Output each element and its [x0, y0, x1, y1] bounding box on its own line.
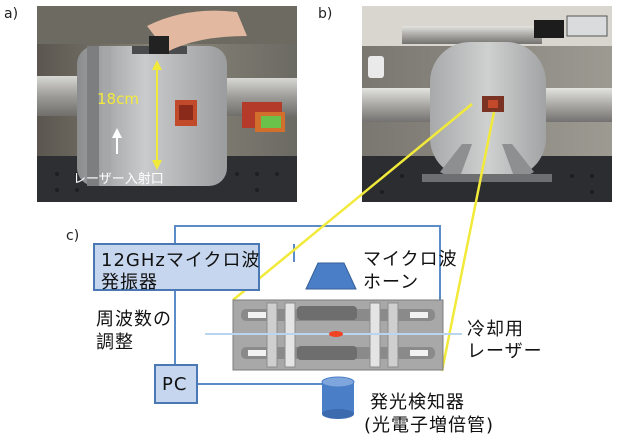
oscillator-label-line2: 発振器: [101, 272, 158, 293]
freq-adjust-label-line1: 周波数の: [96, 309, 172, 330]
highlight-line-left: [232, 103, 473, 301]
panel-label-a: a): [4, 6, 19, 22]
horn-label-line1: マイクロ波: [363, 249, 458, 270]
horn-label-line2: ホーン: [363, 272, 420, 293]
horn-shape: [305, 262, 357, 290]
detector-label-line2: (光電子増倍管): [364, 415, 495, 436]
photo-b: [362, 6, 612, 202]
detector-label-line1: 発光検知器: [370, 392, 465, 413]
highlight-line-right: [440, 111, 496, 372]
cooling-laser-label-line2: レーザー: [467, 341, 543, 362]
detector-shape: [321, 376, 355, 419]
pc-box: PC: [154, 364, 198, 404]
panel-label-c: c): [66, 228, 80, 244]
cooling-laser-label-line1: 冷却用: [467, 319, 524, 340]
oscillator-box: 12GHzマイクロ波 発振器: [93, 243, 261, 293]
panel-label-b: b): [318, 6, 333, 22]
photo-a: 18cm レーザー入射口: [37, 6, 297, 202]
dimension-label: 18cm: [97, 90, 139, 108]
ion-marker: [329, 331, 343, 337]
laser-port-label: レーザー入射口: [73, 172, 164, 187]
freq-adjust-label-line2: 調整: [96, 332, 134, 353]
oscillator-label-line1: 12GHzマイクロ波: [101, 250, 261, 271]
pc-label: PC: [162, 374, 188, 395]
